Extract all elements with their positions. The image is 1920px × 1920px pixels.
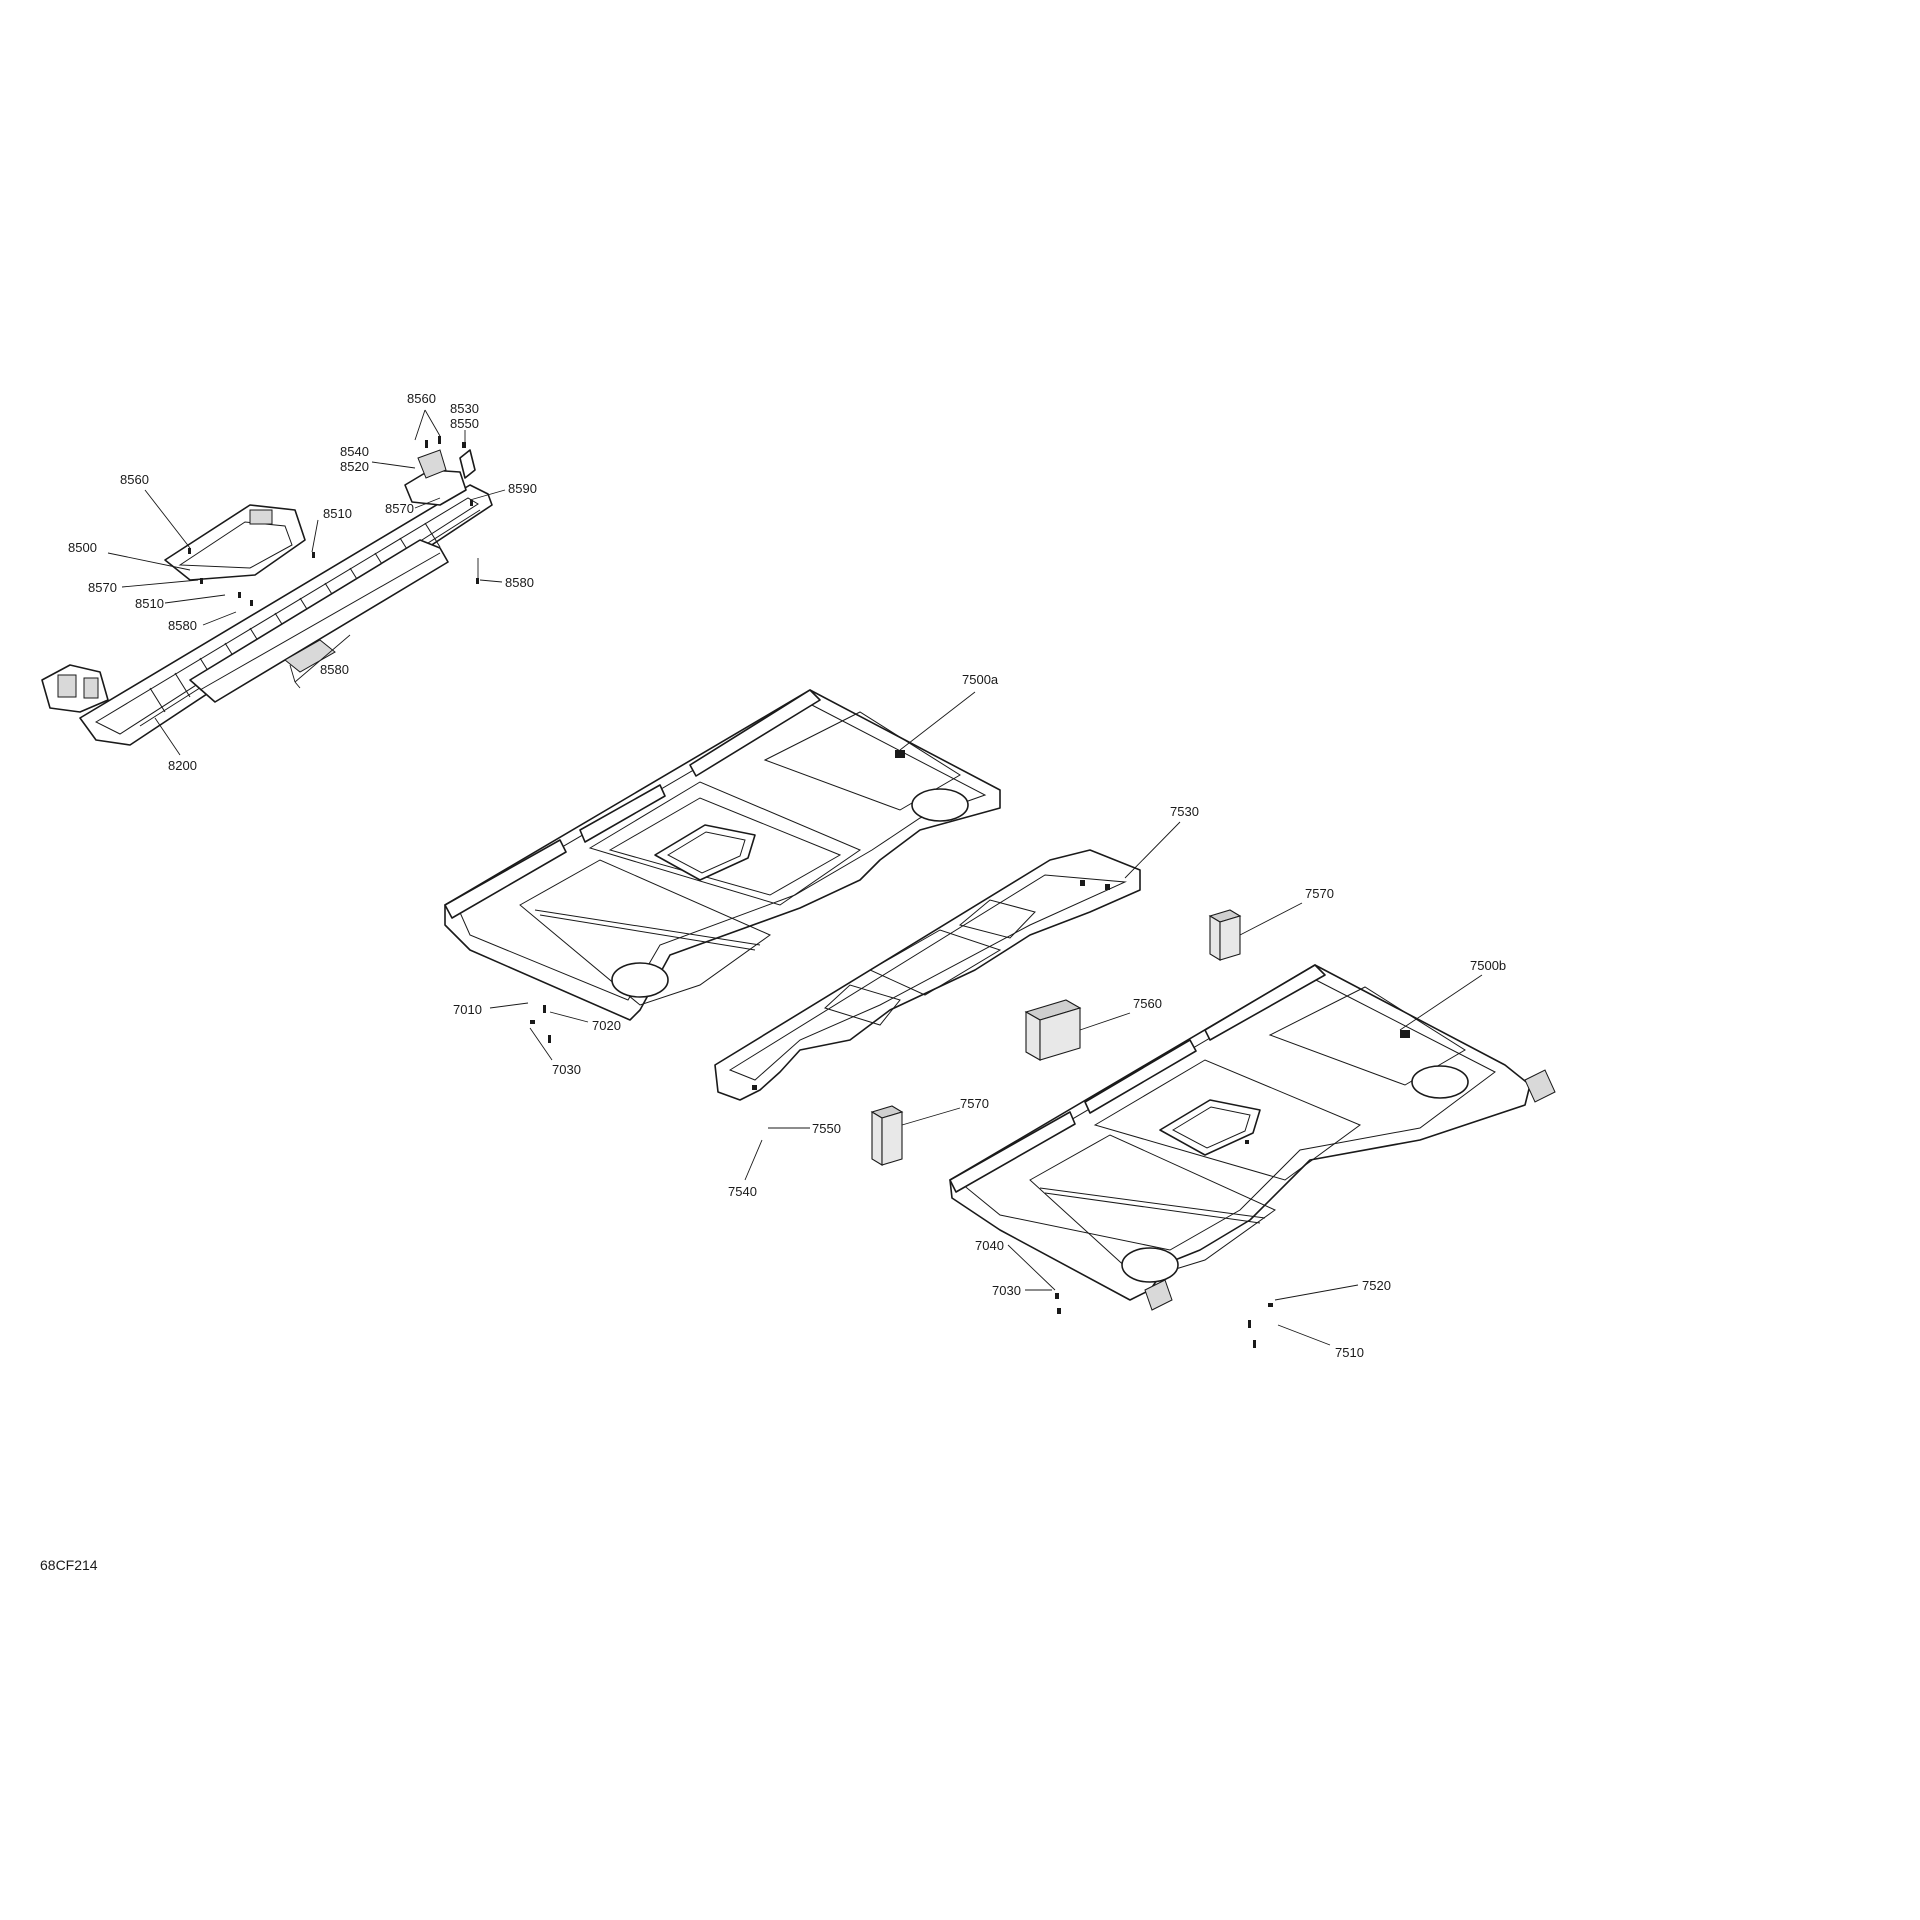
callout-7510: 7510	[1335, 1345, 1364, 1360]
callout-7030-left: 7030	[552, 1062, 581, 1077]
foam-block-7560	[1024, 999, 1082, 1061]
callout-8200: 8200	[168, 758, 197, 773]
floor-panel-7500b	[949, 964, 1556, 1348]
callout-labels: 8560 8530 8550 8540 8520 8590 8560 8510 …	[40, 391, 1506, 1573]
callout-8530: 8530	[450, 401, 479, 416]
callout-8570-top: 8570	[385, 501, 414, 516]
callout-7540: 7540	[728, 1184, 757, 1199]
leader-lines	[107, 409, 1483, 1346]
callout-8560-top: 8560	[407, 391, 436, 406]
floor-panel-7500a	[444, 689, 1001, 1043]
callout-8540: 8540	[340, 444, 369, 459]
callout-7560: 7560	[1133, 996, 1162, 1011]
callout-7570-upper: 7570	[1305, 886, 1334, 901]
callout-8580-left: 8580	[168, 618, 197, 633]
callout-8510-top: 8510	[323, 506, 352, 521]
callout-8550: 8550	[450, 416, 479, 431]
callout-7570-lower: 7570	[960, 1096, 989, 1111]
callout-7030-right: 7030	[992, 1283, 1021, 1298]
foam-block-7570-upper	[1208, 909, 1242, 961]
callout-8510-left: 8510	[135, 596, 164, 611]
callout-8520: 8520	[340, 459, 369, 474]
foam-block-7570-lower	[870, 1105, 904, 1166]
callout-8570-left: 8570	[88, 580, 117, 595]
callout-7530: 7530	[1170, 804, 1199, 819]
callout-8560-left: 8560	[120, 472, 149, 487]
callout-7520: 7520	[1362, 1278, 1391, 1293]
callout-7020: 7020	[592, 1018, 621, 1033]
tunnel-7530	[714, 849, 1141, 1101]
callout-7500b: 7500b	[1470, 958, 1506, 973]
callout-7550: 7550	[812, 1121, 841, 1136]
callout-7010: 7010	[453, 1002, 482, 1017]
callout-7040: 7040	[975, 1238, 1004, 1253]
callout-8500: 8500	[68, 540, 97, 555]
callout-7500a: 7500a	[962, 672, 999, 687]
rail-assembly-8200	[41, 436, 493, 746]
diagram-code: 68CF214	[40, 1557, 98, 1573]
callout-8580-bottom: 8580	[320, 662, 349, 677]
callout-8590: 8590	[508, 481, 537, 496]
callout-8580-right: 8580	[505, 575, 534, 590]
